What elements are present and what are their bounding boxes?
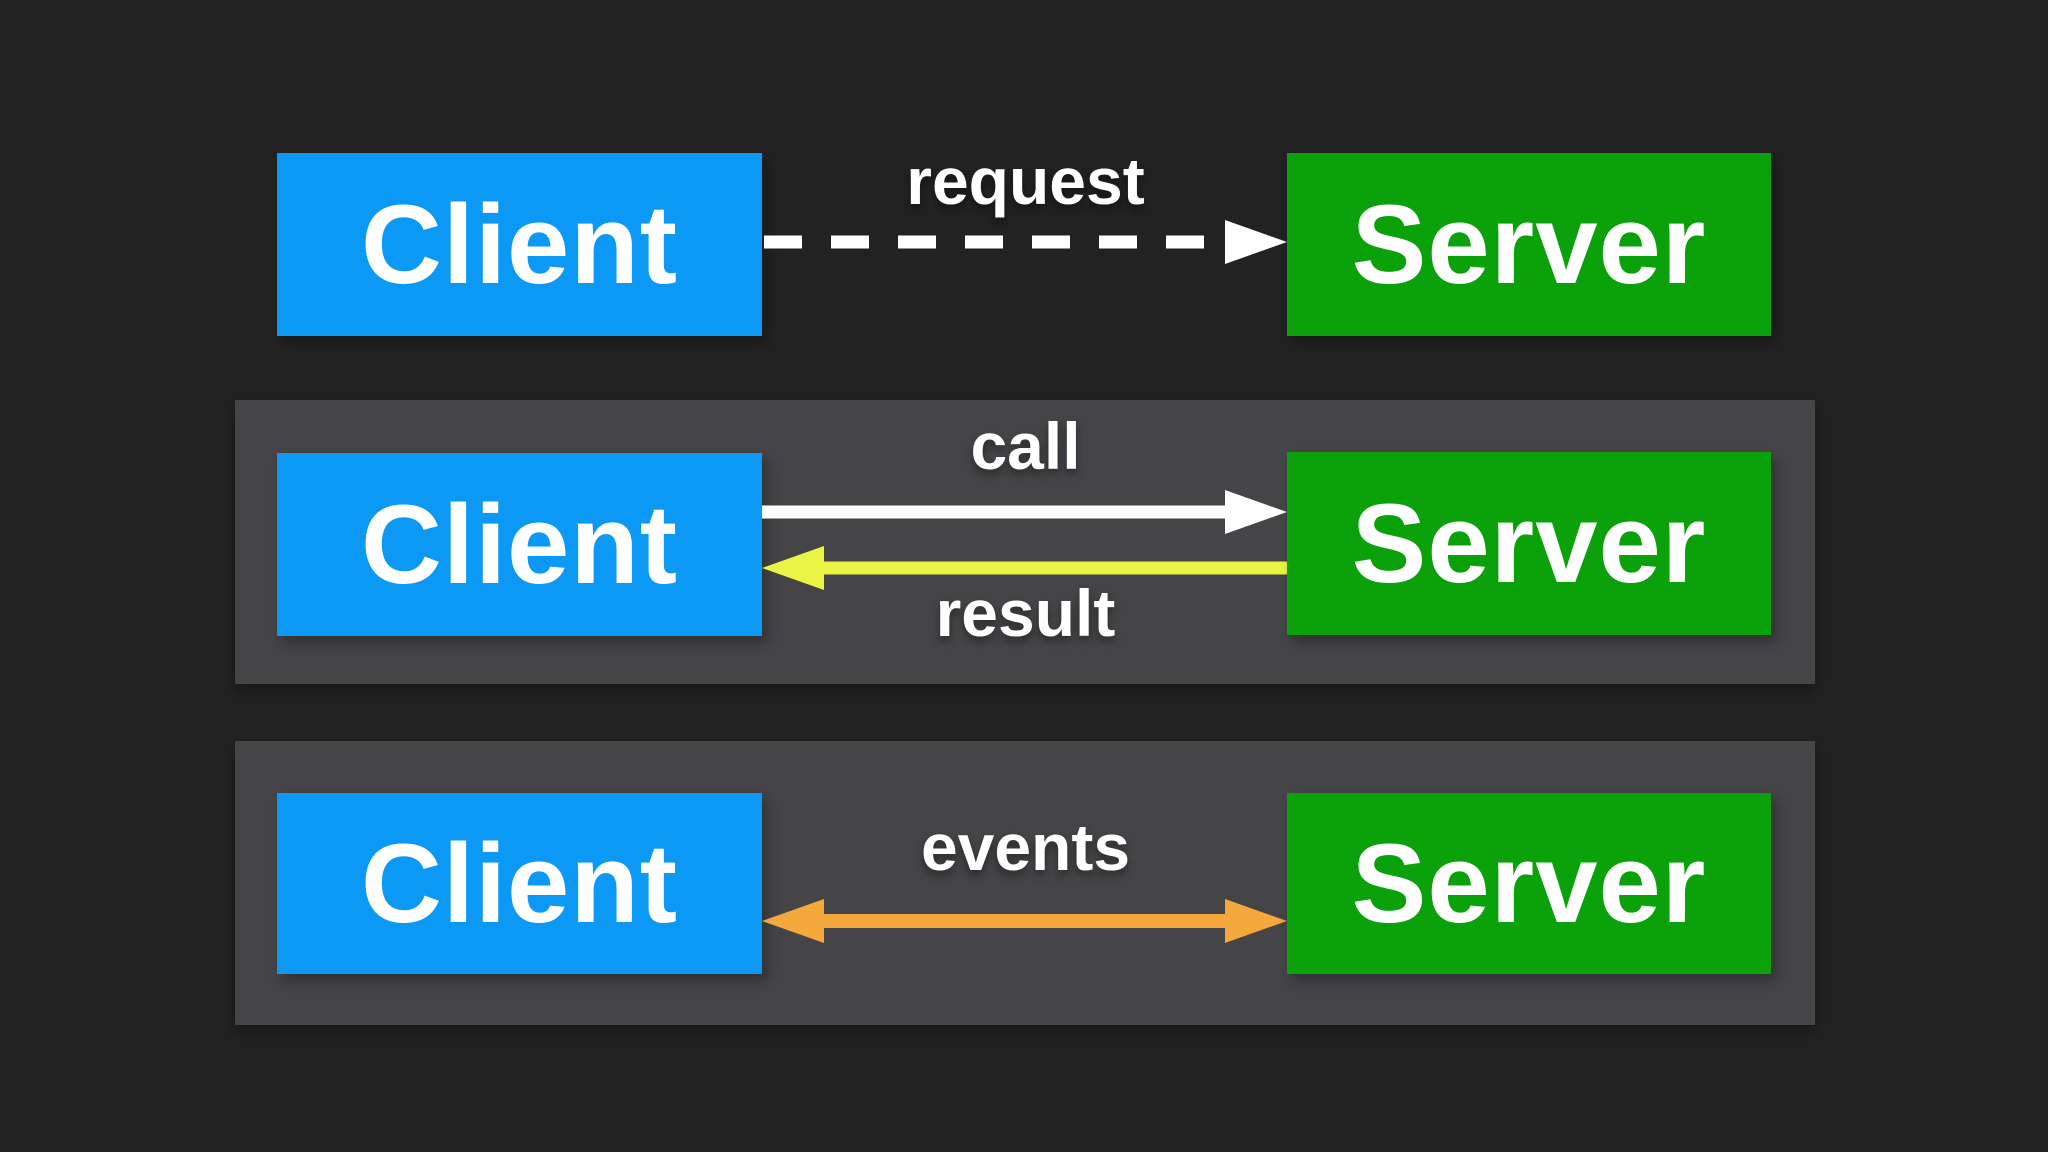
row3-client-label: Client xyxy=(360,821,679,946)
call-arrowhead-right xyxy=(1225,490,1287,534)
row3-client-box: Client xyxy=(277,793,762,974)
events-arrowhead-left xyxy=(762,899,824,943)
call-arrow xyxy=(762,490,1287,534)
row2-client-label: Client xyxy=(360,482,679,607)
request-arrowhead-right xyxy=(1225,220,1287,264)
row3-server-box: Server xyxy=(1287,793,1771,974)
row1-client-box: Client xyxy=(277,153,762,336)
row1-arrow-label: request xyxy=(906,144,1145,218)
row2-client-box: Client xyxy=(277,453,762,636)
events-arrow-label: events xyxy=(920,810,1131,884)
row2-server-box: Server xyxy=(1287,452,1771,635)
row1-server-box: Server xyxy=(1287,153,1771,336)
events-double-arrow xyxy=(762,899,1287,943)
row3-server-label: Server xyxy=(1351,821,1707,946)
result-arrow xyxy=(762,546,1289,590)
row2-server-label: Server xyxy=(1351,481,1707,606)
call-arrow-label: call xyxy=(970,409,1081,483)
row1-client-label: Client xyxy=(360,182,679,307)
result-arrowhead-left xyxy=(762,546,824,590)
events-arrowhead-right xyxy=(1225,899,1287,943)
request-dashed-arrow xyxy=(764,220,1287,264)
row1-server-label: Server xyxy=(1351,182,1707,307)
result-arrow-label: result xyxy=(935,576,1116,650)
